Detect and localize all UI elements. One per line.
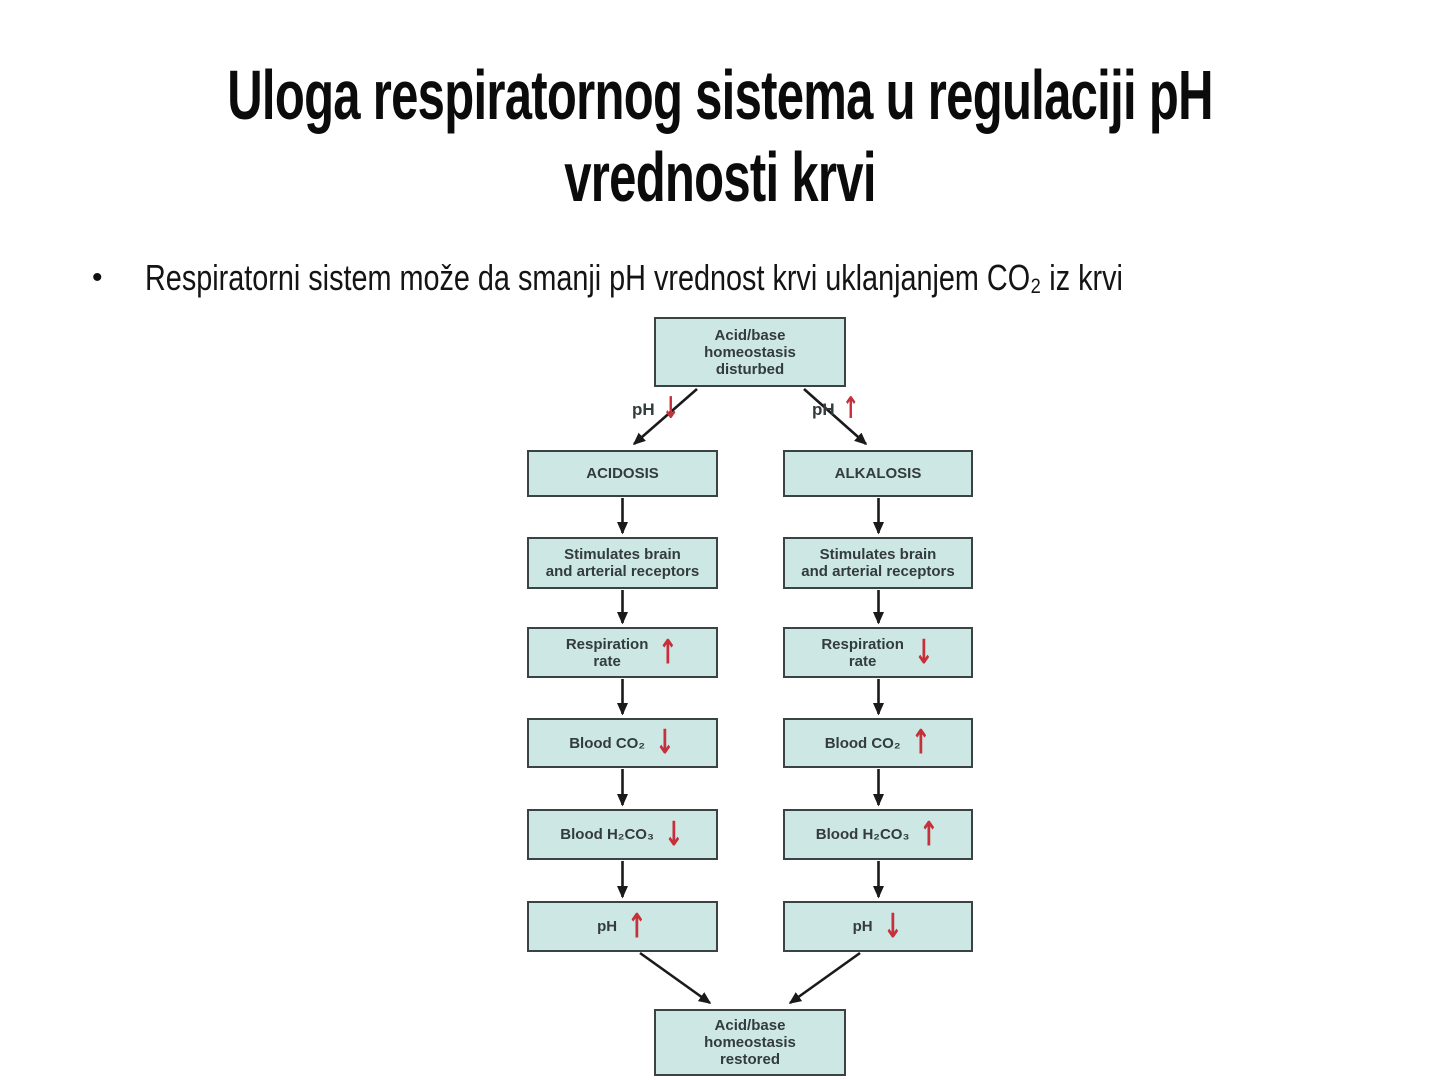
bullet-item: • Respiratorni sistem može da smanji pH … xyxy=(92,256,1367,300)
branch-label-text: pH xyxy=(632,399,655,419)
up-arrow-icon: ↑ xyxy=(910,723,931,763)
flow-box-label: Acid/base homeostasis disturbed xyxy=(704,326,796,378)
flow-box-label: ALKALOSIS xyxy=(834,465,922,482)
flow-box-label: Respiration rate xyxy=(565,635,649,670)
branch-label-ph-up: pH ↑ xyxy=(812,394,860,424)
flow-box-homeostasis-restored: Acid/base homeostasis restored xyxy=(654,1009,846,1076)
down-arrow-icon: ↓ xyxy=(913,633,934,672)
flow-box-label: ACIDOSIS xyxy=(586,465,659,482)
flow-box-ph-right: pH ↓ xyxy=(783,901,973,952)
flow-box-label: Stimulates brain and arterial receptors xyxy=(545,546,700,580)
flow-box-respiration-rate-left: Respiration rate ↑ xyxy=(527,627,718,678)
up-arrow-icon: ↑ xyxy=(841,391,859,426)
up-arrow-icon: ↑ xyxy=(919,815,940,854)
slide-title-line-2: vrednosti krvi xyxy=(564,138,876,216)
slide-title-line-1: Uloga respiratornog sistema u regulaciji… xyxy=(227,56,1213,134)
flow-box-homeostasis-disturbed: Acid/base homeostasis disturbed xyxy=(654,317,846,387)
flow-box-label: Blood CO₂ xyxy=(569,734,646,752)
flow-box-label: Blood CO₂ xyxy=(824,734,901,752)
up-arrow-icon: ↑ xyxy=(658,633,679,672)
flow-box-label: Blood H₂CO₃ xyxy=(815,826,910,843)
bullet-text: Respiratorni sistem može da smanji pH vr… xyxy=(145,257,1123,298)
bullet-marker: • xyxy=(92,261,103,294)
flow-box-stimulates-left: Stimulates brain and arterial receptors xyxy=(527,537,718,589)
flow-box-blood-co2-left: Blood CO₂ ↓ xyxy=(527,718,718,768)
flow-box-blood-co2-right: Blood CO₂ ↑ xyxy=(783,718,973,768)
flow-box-alkalosis: ALKALOSIS xyxy=(783,450,973,497)
flow-box-blood-h2co3-right: Blood H₂CO₃ ↑ xyxy=(783,809,973,860)
flow-box-acidosis: ACIDOSIS xyxy=(527,450,718,497)
branch-label-text: pH xyxy=(812,399,835,419)
flow-box-respiration-rate-right: Respiration rate ↓ xyxy=(783,627,973,678)
down-arrow-icon: ↓ xyxy=(882,907,903,946)
flow-box-label: pH xyxy=(852,918,873,935)
down-arrow-icon: ↓ xyxy=(655,723,675,763)
flow-box-label: Stimulates brain and arterial receptors xyxy=(801,546,955,580)
flow-box-label: Blood H₂CO₃ xyxy=(560,826,654,843)
flow-box-blood-h2co3-left: Blood H₂CO₃ ↓ xyxy=(527,809,718,860)
slide-title: Uloga respiratornog sistema u regulaciji… xyxy=(0,54,1440,218)
flow-box-label: pH xyxy=(597,918,618,935)
down-arrow-icon: ↓ xyxy=(663,815,684,854)
down-arrow-icon: ↓ xyxy=(661,391,679,426)
flow-box-label: Respiration rate xyxy=(821,635,904,670)
branch-label-ph-down: pH ↓ xyxy=(632,394,680,424)
flow-box-label: Acid/base homeostasis restored xyxy=(704,1017,796,1068)
flow-box-ph-left: pH ↑ xyxy=(527,901,718,952)
up-arrow-icon: ↑ xyxy=(627,907,647,946)
flow-box-stimulates-right: Stimulates brain and arterial receptors xyxy=(783,537,973,589)
